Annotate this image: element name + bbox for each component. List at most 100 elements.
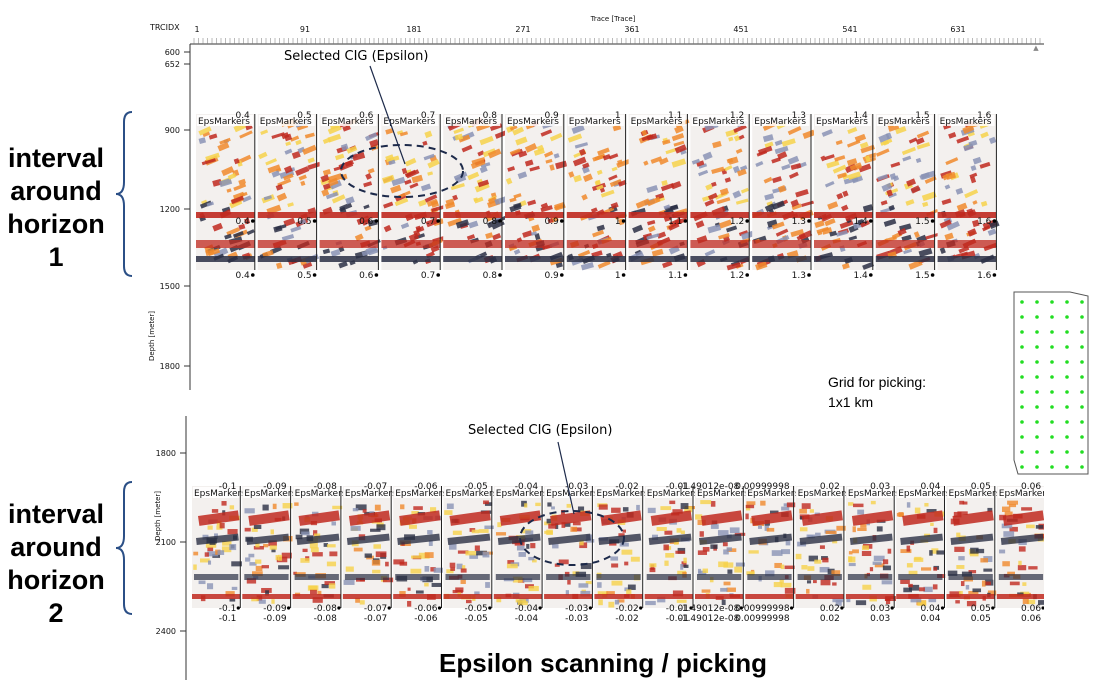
seismic-event	[695, 220, 705, 229]
seismic-event	[676, 599, 687, 603]
eps-top-value: 0.04	[920, 482, 940, 492]
seismic-event	[965, 584, 970, 590]
eps-top-value: -0.05	[465, 482, 488, 492]
cig-gather[interactable]: EpsMarkers-0.04-0.04-0.04	[493, 482, 548, 624]
seismic-event	[293, 571, 297, 575]
grid-point	[1080, 315, 1084, 319]
label-bg	[444, 115, 501, 126]
seismic-event	[479, 166, 488, 174]
seismic-event	[371, 559, 381, 566]
marker-dot	[374, 219, 379, 223]
label-bg	[394, 487, 441, 498]
cig-gather[interactable]: EpsMarkers-0.09-0.09-0.09	[242, 482, 296, 624]
seismic-event	[393, 559, 405, 565]
cig-gather[interactable]: EpsMarkers-0.1-0.1-0.1	[192, 482, 246, 624]
seismic-event	[698, 163, 708, 169]
seismic-event	[677, 570, 687, 575]
seismic-event	[848, 551, 853, 555]
seismic-event	[466, 234, 476, 241]
horizon-band-red	[381, 240, 441, 248]
eps-top-value: 0.05	[971, 482, 991, 492]
seismic-event	[851, 175, 864, 184]
seismic-event	[221, 501, 227, 506]
seismic-event	[229, 544, 237, 551]
seismic-event	[718, 233, 730, 240]
seismic-event	[832, 582, 837, 586]
seismic-event	[763, 176, 773, 184]
marker-dot	[488, 606, 492, 610]
seismic-event	[284, 148, 293, 155]
seismic-event	[252, 571, 263, 577]
seismic-event	[908, 583, 913, 588]
seismic-event	[307, 157, 315, 164]
seismic-event	[532, 559, 537, 563]
seismic-event	[956, 202, 968, 212]
cig-gather[interactable]: EpsMarkers-0.01-0.01-0.01	[644, 482, 699, 624]
horizon-band-dark	[628, 256, 688, 262]
gather-background	[342, 486, 392, 608]
seismic-event	[578, 583, 589, 588]
seismic-event	[455, 587, 464, 593]
seismic-event	[627, 584, 636, 590]
seismic-event	[374, 504, 381, 511]
seismic-event	[820, 155, 827, 162]
seismic-event	[929, 550, 933, 556]
eps-mid-value: 0.03	[870, 604, 890, 614]
marker-dot	[436, 219, 441, 223]
seismic-event	[650, 156, 663, 164]
eps-bottom-value: 0.6	[359, 271, 374, 281]
seismic-event	[424, 194, 438, 203]
seismic-event	[610, 202, 619, 209]
cig-gather[interactable]: EpsMarkers-0.03-0.03-0.03	[544, 482, 598, 624]
cig-gather[interactable]: EpsMarkers-1.49012e-08-1.49012e-08-1.490…	[679, 482, 750, 624]
seismic-event	[206, 201, 214, 207]
eps-bottom-value: 1.1	[668, 271, 682, 281]
cig-gather[interactable]: EpsMarkers-0.05-0.05-0.05	[443, 482, 498, 624]
cig-gather[interactable]: EpsMarkers-0.08-0.08-0.08	[292, 482, 347, 624]
horizon-band-red	[319, 240, 379, 248]
seismic-event	[591, 250, 603, 258]
seismic-event	[815, 532, 821, 537]
seismic-event	[683, 557, 687, 564]
horizon-band-red	[192, 594, 241, 599]
seismic-event	[958, 556, 965, 561]
seismic-event	[746, 501, 756, 506]
cig-gather[interactable]: EpsMarkers-0.07-0.07-0.07	[342, 482, 397, 624]
seismic-event	[987, 228, 997, 236]
seismic-event	[814, 220, 825, 228]
seismic-event	[987, 507, 993, 513]
cig-gather[interactable]: EpsMarkers-0.02-0.02-0.02	[594, 482, 649, 624]
cig-gather[interactable]: EpsMarkers-0.06-0.06-0.06	[393, 482, 447, 624]
grid-point	[1080, 450, 1084, 454]
horizon-band-red	[801, 510, 843, 526]
grid-point	[1020, 435, 1024, 439]
seismic-event	[582, 162, 590, 169]
seismic-event	[461, 144, 473, 153]
seismic-event	[720, 587, 728, 592]
seismic-event	[848, 235, 858, 241]
eps-mid-value: -0.08	[314, 604, 338, 614]
eps-markers-label: EpsMarkers	[816, 117, 868, 127]
